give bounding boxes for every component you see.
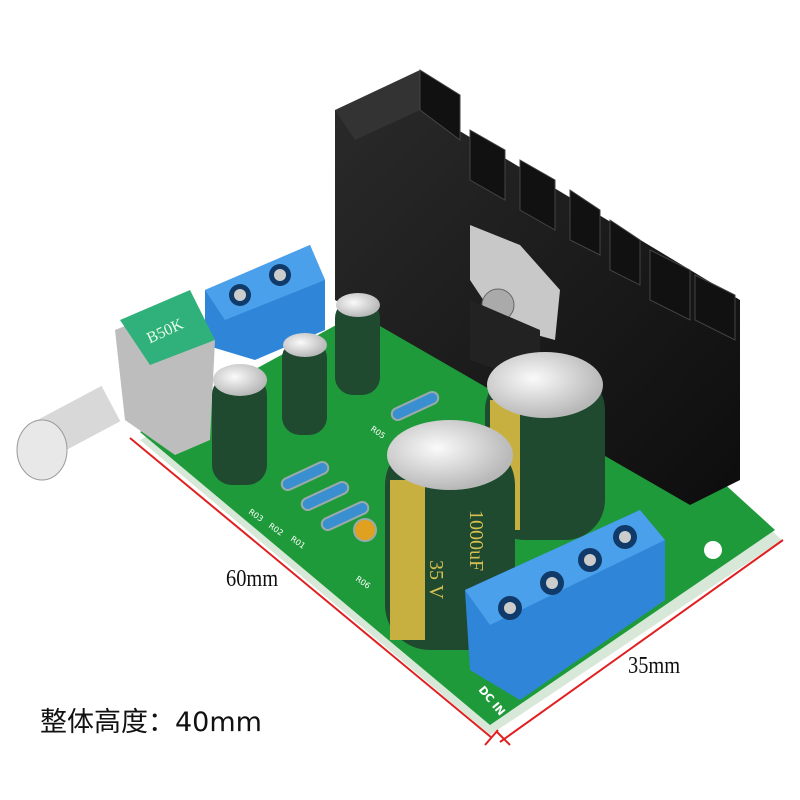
length-dimension-label: 60mm (226, 566, 279, 592)
resistors (280, 390, 440, 542)
cap-voltage-label: 35 V (425, 560, 447, 600)
cap-value-label: 1000uF (465, 510, 487, 571)
volume-potentiometer: B50K (16, 290, 215, 481)
overall-height-label: 整体高度：40mm (40, 707, 262, 738)
width-dimension-label: 35mm (628, 653, 681, 679)
length-dimension-line (129, 437, 493, 739)
power-output-terminal: DC IN (465, 510, 665, 718)
input-terminal (205, 245, 325, 360)
dimension-lines (129, 437, 784, 746)
small-capacitors (212, 293, 380, 485)
mounting-hole (704, 541, 722, 559)
heatsink (335, 69, 740, 505)
width-dimension-line (499, 539, 784, 743)
